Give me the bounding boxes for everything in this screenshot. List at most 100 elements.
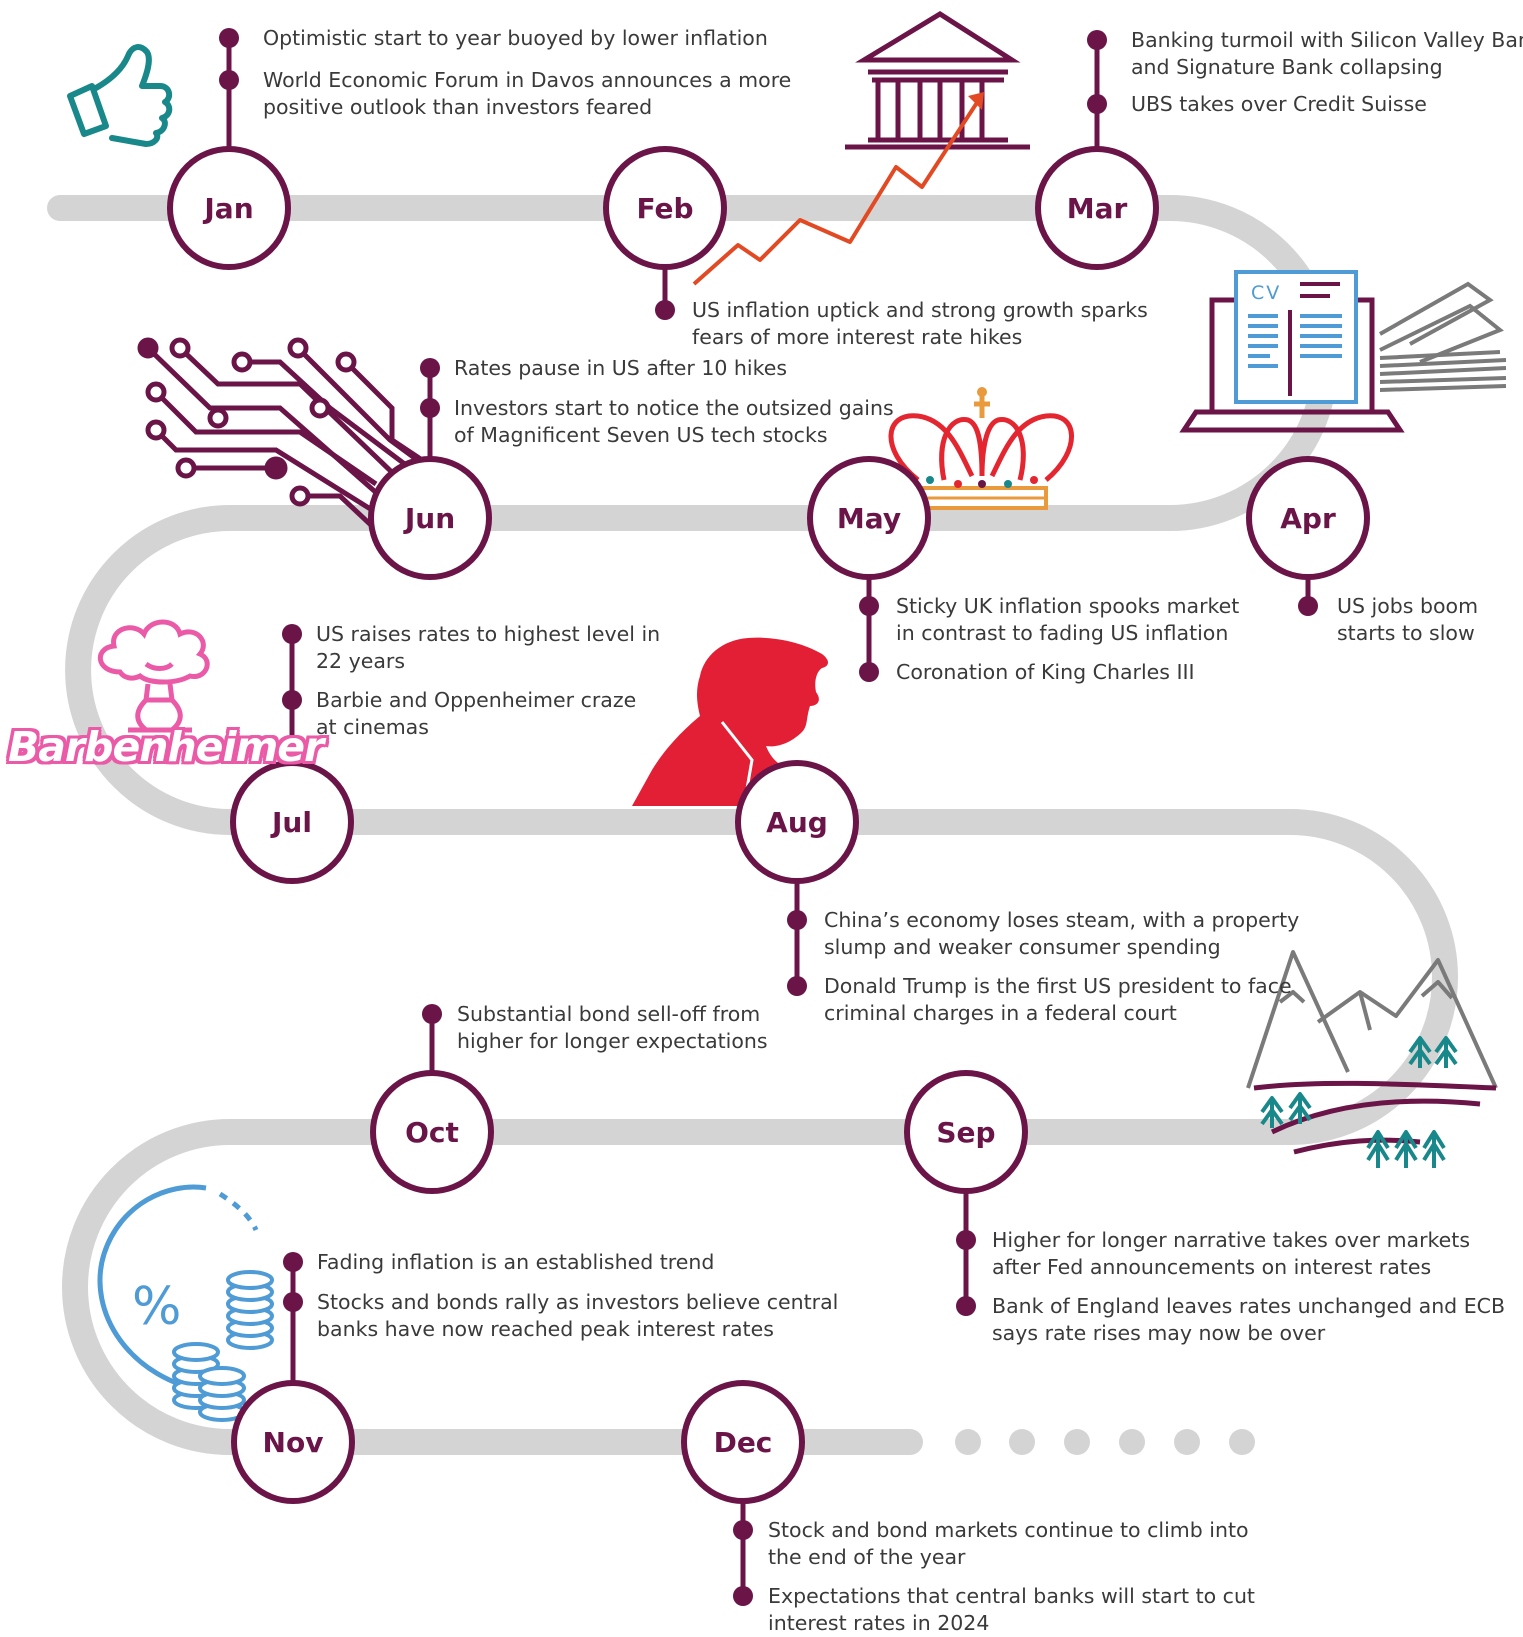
event-line: UBS takes over Credit Suisse [1131,92,1427,116]
month-label-jun: Jun [404,501,456,535]
event-text-jan-2: World Economic Forum in Davos announces … [263,67,791,121]
month-circle-feb [603,146,727,270]
event-text-nov-2: Stocks and bonds rally as investors beli… [317,1289,838,1343]
month-circle-nov [231,1380,355,1504]
event-line: Bank of England leaves rates unchanged a… [992,1294,1506,1318]
event-dot-mar-2 [1087,94,1107,114]
road-dot [1064,1429,1090,1455]
event-dot-nov-1 [283,1252,303,1272]
event-line: Higher for longer narrative takes over m… [992,1228,1470,1252]
barbenheimer-logo: Barbenheimer [8,723,324,771]
event-line: Rates pause in US after 10 hikes [454,356,788,380]
event-line: banks have now reached peak interest rat… [317,1317,774,1341]
month-circle-oct [370,1070,494,1194]
event-line: at cinemas [316,715,429,739]
event-line: Stock and bond markets continue to climb… [768,1518,1249,1542]
event-dot-jan-1 [219,28,239,48]
event-dot-jun-2 [420,398,440,418]
event-line: fears of more interest rate hikes [692,325,1023,349]
month-circle-dec [681,1380,805,1504]
road-dot [1174,1429,1200,1455]
event-dot-mar-1 [1087,30,1107,50]
month-label-apr: Apr [1280,501,1336,535]
event-dot-jan-2 [219,70,239,90]
event-line: Donald Trump is the first US president t… [824,974,1292,998]
month-circle-jul [230,760,354,884]
event-text-aug-2: Donald Trump is the first US president t… [824,973,1292,1027]
event-line: Investors start to notice the outsized g… [454,396,894,420]
laptop-cv-icon [1179,270,1507,433]
event-text-oct-1: Substantial bond sell-off from higher for… [457,1001,768,1055]
event-line: criminal charges in a federal court [824,1001,1177,1025]
event-dot-jun-1 [420,358,440,378]
road-dot [1009,1429,1035,1455]
month-label-jan: Jan [204,191,254,225]
event-text-jul-1: US raises rates to highest level in 22 ye… [316,621,660,675]
month-circle-jan [167,146,291,270]
event-dot-apr-1 [1298,596,1318,616]
month-label-dec: Dec [713,1425,773,1459]
month-circle-mar [1035,146,1159,270]
event-text-mar-2: UBS takes over Credit Suisse [1131,91,1427,118]
event-line: says rate rises may now be over [992,1321,1326,1345]
event-text-dec-2: Expectations that central banks will sta… [768,1583,1255,1637]
event-line: US inflation uptick and strong growth sp… [692,298,1148,322]
barbenheimer-mushroom-cloud-icon [97,619,210,733]
event-text-jun-1: Rates pause in US after 10 hikes [454,355,787,382]
thumbs-up-icon [67,44,173,147]
percent-coins-icon [97,1184,274,1422]
event-line: positive outlook than investors feared [263,95,653,119]
event-text-jan-1: Optimistic start to year buoyed by lower… [263,25,768,52]
event-line: slump and weaker consumer spending [824,935,1221,959]
mountains-trees-icon [1246,950,1498,1168]
event-line: Optimistic start to year buoyed by lower… [263,26,768,50]
event-line: Substantial bond sell-off from [457,1002,761,1026]
road-end-dots [955,1429,1255,1455]
event-line: US raises rates to highest level in [316,622,661,646]
event-text-aug-1: China’s economy loses steam, with a prop… [824,907,1299,961]
event-dot-aug-2 [787,976,807,996]
cv-label: CV [1251,282,1282,304]
circuit-icon [137,337,430,528]
event-line: Fading inflation is an established trend [317,1250,715,1274]
month-circle-aug [735,760,859,884]
event-line: Banking turmoil with Silicon Valley Bank [1131,28,1523,52]
event-line: higher for longer expectations [457,1029,768,1053]
road-dot [1119,1429,1145,1455]
event-text-may-2: Coronation of King Charles III [896,659,1195,686]
event-line: 22 years [316,649,406,673]
event-line: interest rates in 2024 [768,1611,990,1635]
event-text-sep-2: Bank of England leaves rates unchanged a… [992,1293,1505,1347]
event-line: Expectations that central banks will sta… [768,1584,1255,1608]
event-line: China’s economy loses steam, with a prop… [824,908,1300,932]
event-text-feb-1: US inflation uptick and strong growth sp… [692,297,1148,351]
event-line: Barbie and Oppenheimer craze [316,688,637,712]
event-text-jun-2: Investors start to notice the outsized g… [454,395,894,449]
month-label-mar: Mar [1066,191,1128,225]
event-text-sep-1: Higher for longer narrative takes over m… [992,1227,1470,1281]
event-dot-dec-2 [733,1586,753,1606]
event-text-nov-1: Fading inflation is an established trend [317,1249,714,1276]
month-circle-apr [1246,456,1370,580]
road-dot [955,1429,981,1455]
event-line: starts to slow [1337,621,1475,645]
event-dot-oct-1 [422,1004,442,1024]
month-label-aug: Aug [766,805,828,839]
event-dot-feb-1 [655,300,675,320]
event-line: in contrast to fading US inflation [896,621,1229,645]
event-line: Stocks and bonds rally as investors beli… [317,1290,839,1314]
month-label-may: May [836,501,902,535]
event-dot-nov-2 [283,1292,303,1312]
event-line: and Signature Bank collapsing [1131,55,1443,79]
event-dot-dec-1 [733,1520,753,1540]
month-circle-may [807,456,931,580]
month-label-oct: Oct [405,1115,459,1149]
event-line: of Magnificent Seven US tech stocks [454,423,828,447]
event-text-jul-2: Barbie and Oppenheimer craze at cinemas [316,687,636,741]
month-label-nov: Nov [262,1425,324,1459]
event-line: Coronation of King Charles III [896,660,1195,684]
month-markers [167,146,1370,1504]
event-connectors [219,28,1318,1606]
